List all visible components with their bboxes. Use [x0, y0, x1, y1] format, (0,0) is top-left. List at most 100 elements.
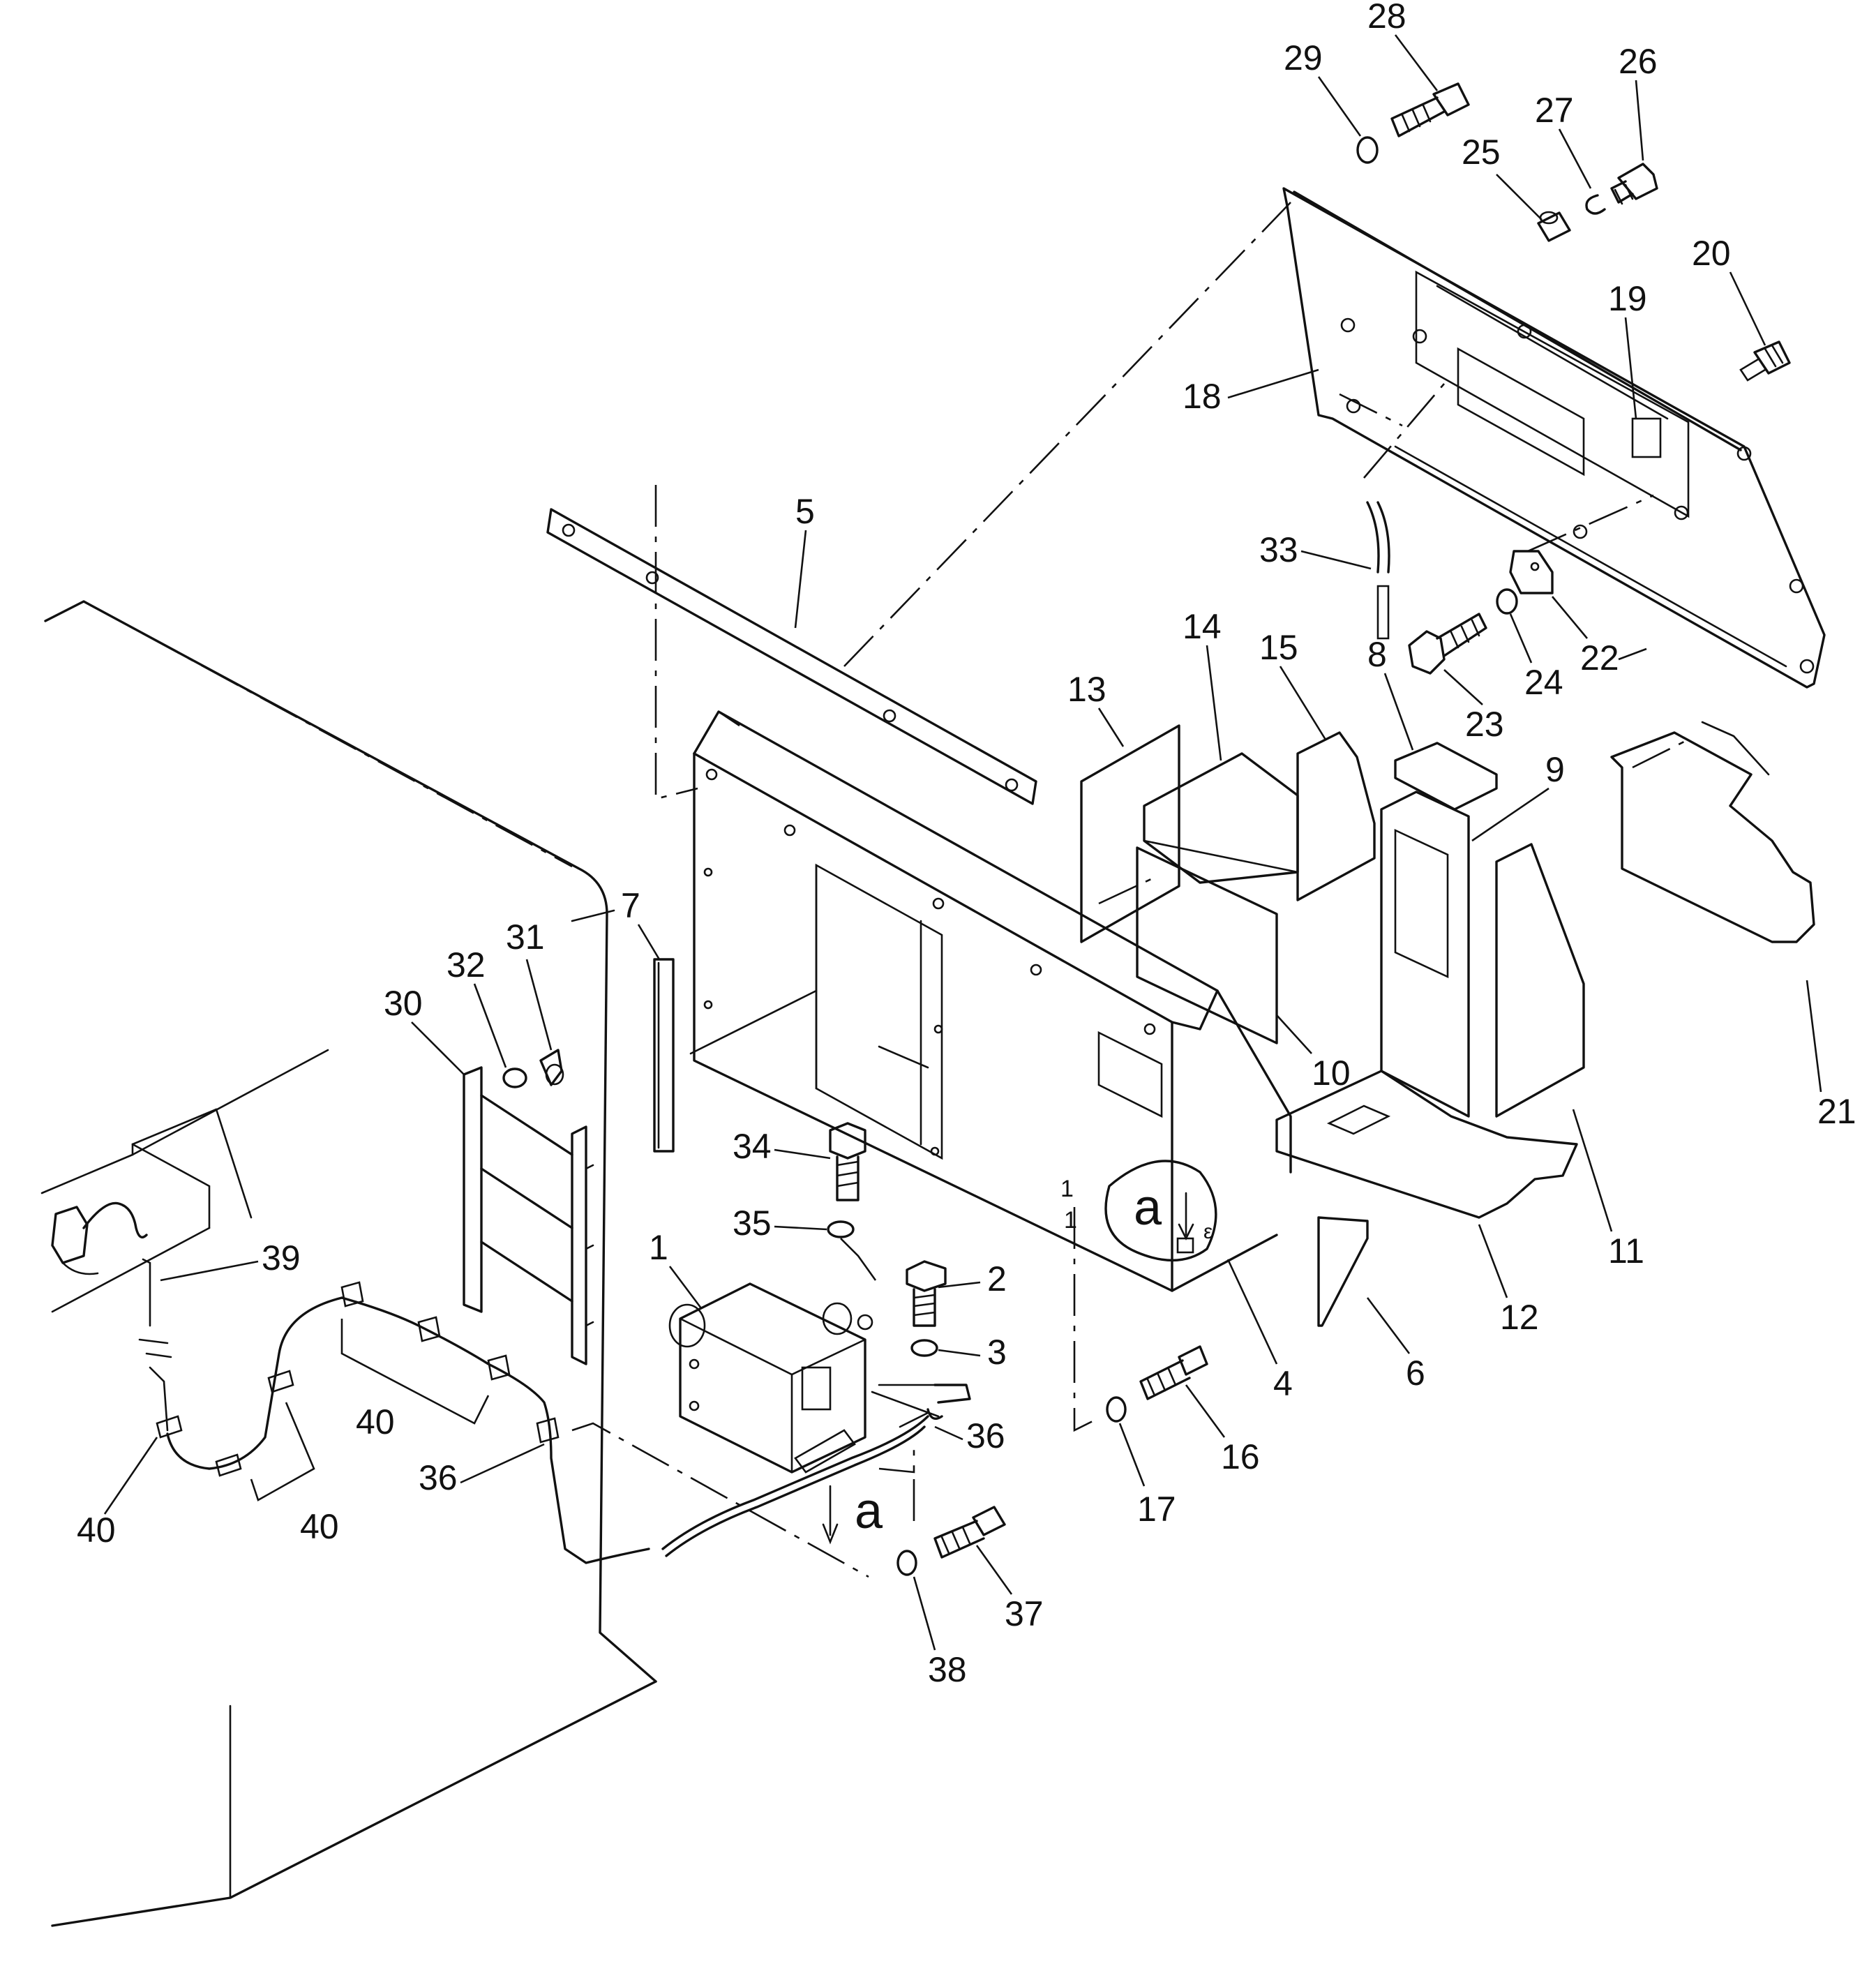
- callout-34: 34: [733, 1127, 772, 1166]
- callout-7: 7: [621, 886, 640, 925]
- panel-part-21: [1610, 721, 1815, 943]
- heater-pipe: [661, 1415, 929, 1550]
- panel-part-15: [1296, 731, 1376, 901]
- plate-part-10: [1136, 846, 1278, 1044]
- panel-part-13: [1080, 724, 1180, 943]
- gusset-part-6: [1317, 1216, 1369, 1327]
- callout-9: 9: [1545, 750, 1565, 789]
- callout-2: 2: [987, 1259, 1007, 1298]
- callout-23: 23: [1465, 705, 1504, 744]
- detail-view-a: a ε: [1104, 1160, 1217, 1262]
- bolt-part-26: [1610, 163, 1658, 205]
- washer-part-38: [896, 1550, 917, 1576]
- callout-3: 3: [987, 1333, 1007, 1372]
- frame-mark-1: 1: [1060, 1176, 1074, 1202]
- phantom-line-bottom: [571, 1422, 869, 1578]
- callout-31: 31: [506, 917, 545, 957]
- bolt-part-28: [1390, 82, 1470, 137]
- panel-part-11: [1495, 843, 1585, 1118]
- bolt-part-23: [1408, 613, 1487, 675]
- panel4-phantom: [1073, 1207, 1096, 1432]
- bolt-part-34: [829, 1122, 866, 1201]
- callout-40a: 40: [356, 1402, 395, 1441]
- strip-part-7: [653, 958, 675, 1153]
- heater-unit-part-1: [668, 1282, 873, 1474]
- callout-28: 28: [1367, 0, 1406, 36]
- callout-35: 35: [733, 1204, 772, 1243]
- frame-mark-2: 1: [1064, 1207, 1077, 1234]
- callout-1: 1: [649, 1228, 668, 1267]
- callout-12: 12: [1500, 1298, 1539, 1337]
- bar-part-5: [546, 508, 1037, 805]
- callout-4: 4: [1273, 1364, 1293, 1403]
- bracket-40-left: [250, 1402, 315, 1501]
- callout-38: 38: [928, 1650, 967, 1689]
- detail-small-mark: ε: [1203, 1220, 1213, 1243]
- ladder-part-30: [463, 1066, 594, 1365]
- floor-plate-part-12: [1275, 1070, 1578, 1219]
- heater-pipe-phantom: [878, 1444, 915, 1474]
- callout-21: 21: [1817, 1092, 1856, 1131]
- pipe-part-36: [871, 1384, 971, 1428]
- callout-18: 18: [1183, 377, 1222, 416]
- callout-22: 22: [1580, 638, 1619, 677]
- callout-37: 37: [1005, 1594, 1044, 1633]
- detail-a-inset-label: a: [1134, 1180, 1162, 1236]
- callout-24: 24: [1524, 663, 1563, 702]
- cover-part-9: [1380, 791, 1470, 1118]
- snap-ring-part-27: [1585, 194, 1606, 215]
- callout-15: 15: [1259, 628, 1298, 667]
- callout-30: 30: [384, 984, 423, 1023]
- callout-36a: 36: [966, 1416, 1005, 1455]
- callout-14: 14: [1183, 607, 1222, 646]
- bracket-part-22: [1509, 494, 1654, 594]
- bar5-phantom-left: [654, 485, 698, 800]
- top-cover-part-18: [1282, 187, 1826, 689]
- bolt-part-16: [1139, 1345, 1208, 1400]
- bolt-part-37: [933, 1506, 1006, 1559]
- callout-25: 25: [1462, 133, 1501, 172]
- callout-11: 11: [1608, 1231, 1644, 1271]
- detail-a-label: a: [855, 1483, 883, 1539]
- callout-36b: 36: [419, 1458, 458, 1497]
- callout-19: 19: [1608, 279, 1647, 318]
- washer-part-32: [502, 1067, 527, 1088]
- callout-33: 33: [1259, 530, 1298, 569]
- bar5-phantom-right: [843, 202, 1291, 667]
- callout-10: 10: [1312, 1054, 1351, 1093]
- callout-labels: 1 2 3 4 5 6 7 8 9 10 11 12 13 14 15 16 1…: [77, 0, 1856, 1689]
- main-panel-part-4: [689, 710, 1292, 1292]
- callout-17: 17: [1137, 1490, 1176, 1529]
- callout-39: 39: [262, 1238, 301, 1278]
- rod-part-33: [1363, 383, 1445, 640]
- callout-6: 6: [1406, 1354, 1425, 1393]
- callout-29: 29: [1284, 38, 1323, 77]
- callout-40b: 40: [300, 1507, 339, 1546]
- wire-harness-part-40: [156, 1281, 650, 1564]
- callout-26: 26: [1619, 42, 1658, 81]
- callout-16: 16: [1221, 1437, 1260, 1476]
- washer-part-17: [1106, 1396, 1127, 1423]
- callout-20: 20: [1692, 234, 1731, 273]
- callout-27: 27: [1535, 91, 1574, 130]
- callout-40c: 40: [77, 1511, 116, 1550]
- spacer-part-25: [1537, 211, 1571, 242]
- callout-5: 5: [795, 492, 815, 531]
- pad-part-8: [1394, 742, 1498, 811]
- callout-8: 8: [1367, 635, 1387, 674]
- washer-part-24: [1496, 588, 1518, 615]
- callout-13: 13: [1067, 670, 1106, 709]
- washer-part-35: [827, 1220, 855, 1238]
- cab-body-outline: [40, 600, 657, 1927]
- bolt-part-20: [1739, 340, 1791, 382]
- wing-bolt-part-31: [539, 1049, 564, 1086]
- washer-part-29: [1356, 136, 1379, 164]
- switch-part-39: [51, 1201, 172, 1432]
- washer-part-3: [910, 1339, 938, 1357]
- washer35-guide: [840, 1238, 877, 1281]
- detail-arrow-a: a: [822, 1483, 883, 1545]
- bolt-part-2: [906, 1260, 947, 1327]
- callout-32: 32: [447, 945, 486, 984]
- bracket-40-right: [340, 1319, 490, 1425]
